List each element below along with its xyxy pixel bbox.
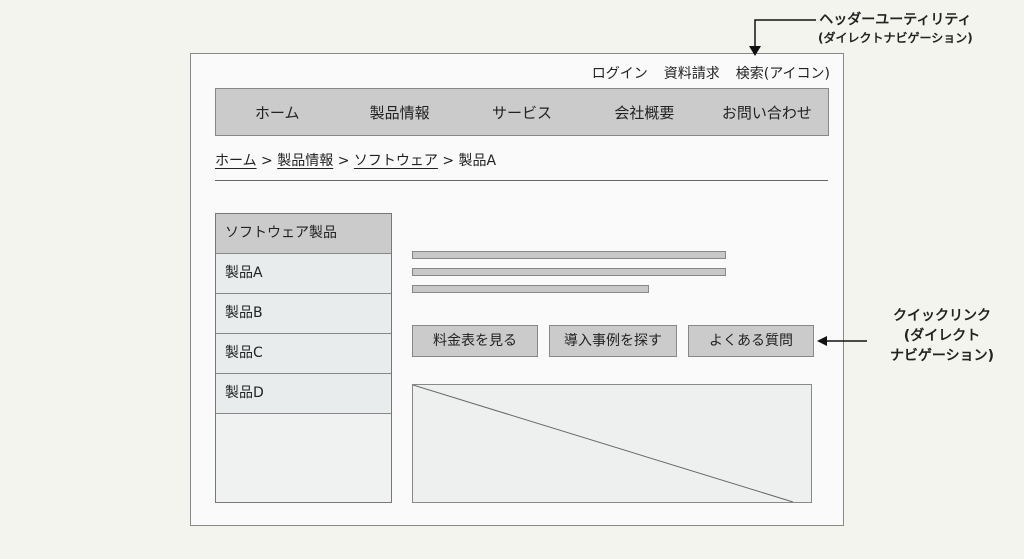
sidebar: ソフトウェア製品 製品A 製品B 製品C 製品D (215, 213, 392, 503)
quicklink-annotation-arrow (817, 336, 867, 346)
annotation-subtitle: ナビゲーション) (889, 348, 995, 364)
nav-products[interactable]: 製品情報 (369, 103, 430, 122)
case-studies-button[interactable]: 導入事例を探す (549, 325, 677, 357)
faq-button[interactable]: よくある質問 (688, 325, 814, 357)
text-placeholder-line (412, 251, 726, 259)
nav-company[interactable]: 会社概要 (614, 103, 675, 122)
price-list-button[interactable]: 料金表を見る (412, 325, 538, 357)
header-annotation-arrow (749, 19, 816, 56)
breadcrumb: ホーム > 製品情報 > ソフトウェア > 製品A (215, 150, 496, 170)
sidebar-item-d[interactable]: 製品D (216, 374, 391, 414)
search-link[interactable]: 検索(アイコン) (735, 66, 830, 82)
nav-contact[interactable]: お問い合わせ (721, 103, 812, 122)
request-docs-link[interactable]: 資料請求 (663, 66, 720, 82)
breadcrumb-sep: > (442, 153, 455, 169)
annotation-title: クイックリンク (893, 308, 991, 324)
sidebar-item-c[interactable]: 製品C (216, 334, 391, 374)
breadcrumb-software[interactable]: ソフトウェア (353, 153, 438, 169)
breadcrumb-home[interactable]: ホーム (215, 153, 257, 169)
quicklink-annotation: クイックリンク (ダイレクト ナビゲーション) (872, 306, 1012, 366)
breadcrumb-sep: > (337, 153, 350, 169)
breadcrumb-products[interactable]: 製品情報 (277, 153, 334, 169)
nav-services[interactable]: サービス (492, 103, 553, 122)
text-placeholder-line (412, 268, 726, 276)
text-placeholder-line (412, 285, 649, 293)
global-nav: ホーム 製品情報 サービス 会社概要 お問い合わせ (215, 88, 829, 136)
annotation-subtitle: (ダイレクト (903, 328, 981, 344)
header-utility-annotation: ヘッダーユーティリティ (ダイレクトナビゲーション) (818, 10, 973, 46)
annotation-title: ヘッダーユーティリティ (819, 12, 972, 28)
sidebar-item-b[interactable]: 製品B (216, 294, 391, 334)
annotation-subtitle: (ダイレクトナビゲーション) (818, 31, 973, 45)
header-utility: ログイン資料請求検索(アイコン) (560, 63, 830, 83)
image-placeholder (412, 384, 812, 503)
breadcrumb-sep: > (261, 153, 273, 169)
divider (215, 180, 828, 181)
nav-home[interactable]: ホーム (254, 103, 300, 122)
breadcrumb-current: 製品A (458, 153, 497, 169)
image-placeholder-diagonal (412, 384, 794, 503)
sidebar-item-a[interactable]: 製品A (216, 254, 391, 294)
login-link[interactable]: ログイン (591, 66, 648, 82)
sidebar-title: ソフトウェア製品 (216, 214, 391, 254)
